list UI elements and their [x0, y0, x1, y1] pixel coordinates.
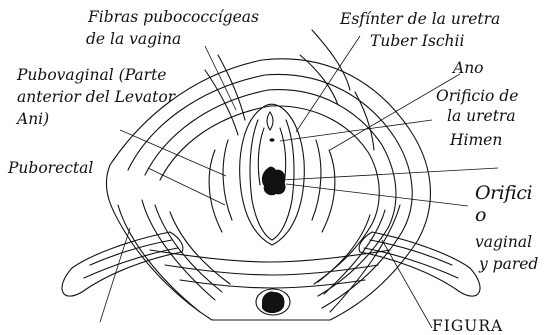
label-ano: Ano: [453, 60, 484, 77]
label-puborectal: Puborectal: [8, 160, 93, 177]
leader-orificio-vaginal: [286, 184, 468, 206]
label-orificio-uretra-line1: Orificio de: [436, 88, 518, 105]
label-pubovaginal-line3: Ani): [17, 111, 49, 128]
urethral-opening: [270, 138, 275, 142]
label-vaginal: vaginal: [475, 234, 532, 251]
label-orifici: Orifici: [475, 183, 532, 203]
label-o: o: [475, 205, 486, 225]
vaginal-orifice: [262, 167, 286, 196]
label-esfinter-uretra: Esfínter de la uretra: [340, 11, 500, 28]
label-pubovaginal-line1: Pubovaginal (Parte: [17, 67, 166, 84]
label-himen: Himen: [450, 132, 502, 149]
label-y-pared: y pared: [479, 256, 538, 273]
leader-figura: [382, 240, 432, 328]
leader-puborectal: [148, 168, 225, 205]
label-figura: FIGURA: [432, 318, 503, 335]
label-fibras-pubococcigeas-line1: Fibras pubococcígeas: [88, 9, 259, 26]
label-pubovaginal-line2: anterior del Levator: [17, 89, 175, 106]
label-tuber-ischii: Tuber Ischii: [370, 33, 464, 50]
leader-left-ramus: [100, 228, 130, 322]
leader-himen: [282, 168, 498, 180]
anus-shape: [262, 291, 285, 313]
label-orificio-uretra-line2: la uretra: [447, 108, 516, 125]
label-fibras-pubococcigeas-line2: de la vagina: [86, 31, 181, 48]
